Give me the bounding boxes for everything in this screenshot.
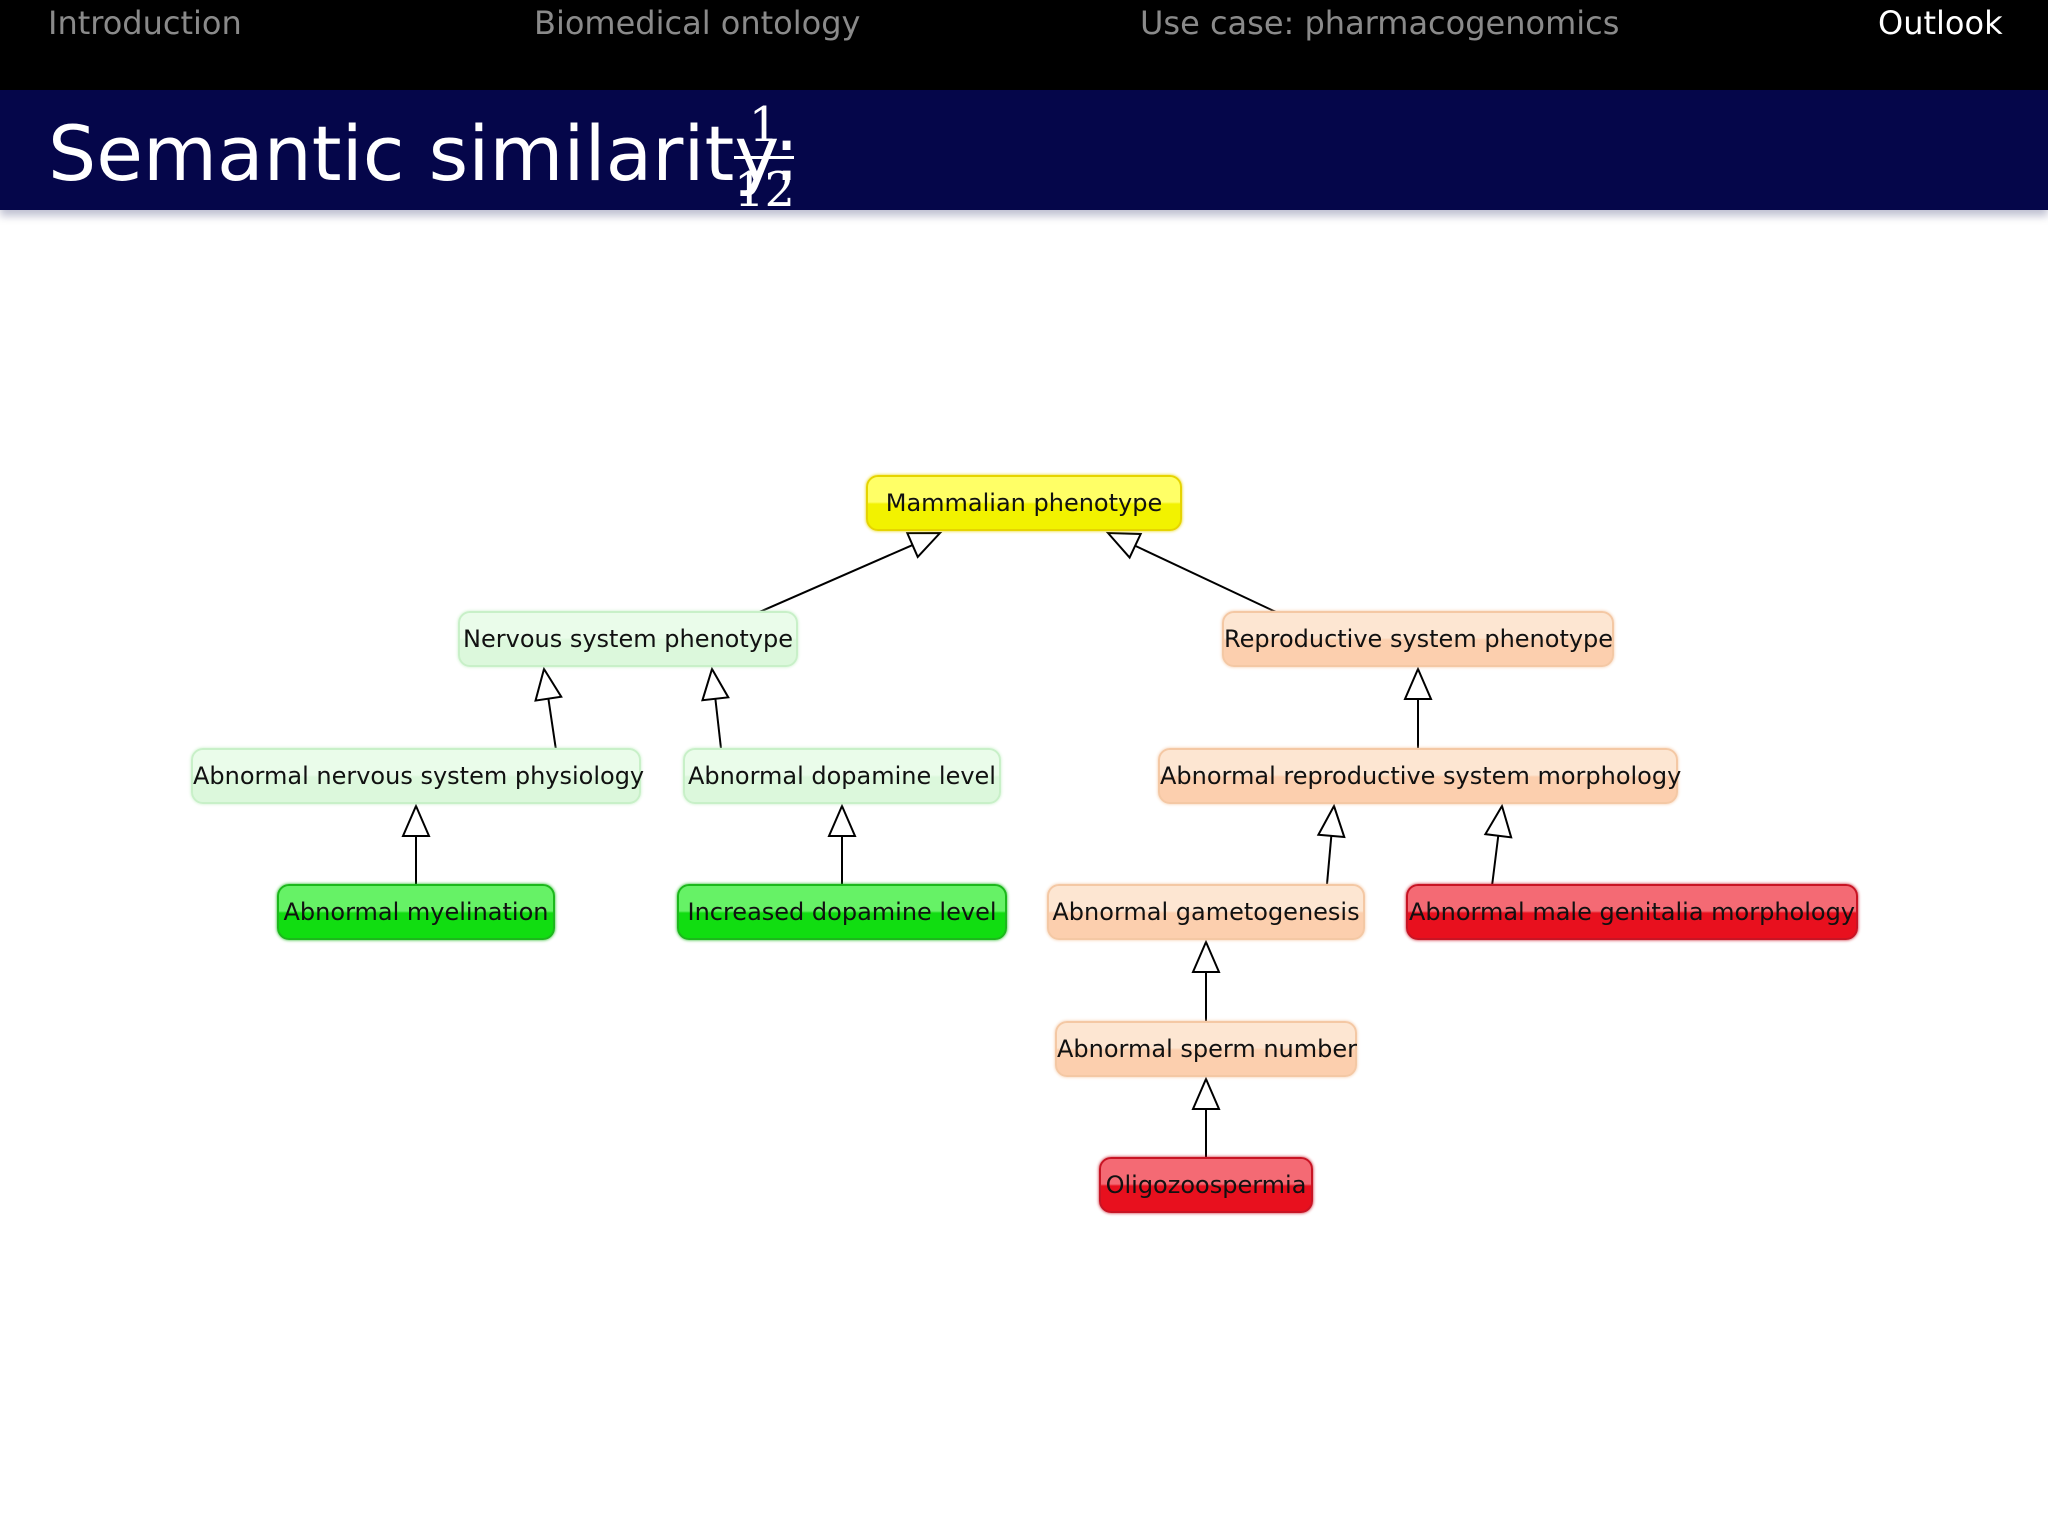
edge-line — [1325, 835, 1333, 887]
fraction-bar — [734, 156, 794, 159]
arrowhead-icon — [534, 666, 563, 702]
edge-reproductive-to-mammalian — [1105, 531, 1279, 614]
node-abnormal-reproductive-system-morphology[interactable]: Abnormal reproductive system morphology — [1158, 748, 1681, 804]
edge-abn_sperm_number-to-abn_gametogenesis — [1191, 939, 1221, 1023]
node-mammalian-phenotype[interactable]: Mammalian phenotype — [866, 475, 1182, 531]
nav-biomedical-ontology[interactable]: Biomedical ontology — [534, 4, 861, 42]
node-oligozoospermia[interactable]: Oligozoospermia — [1099, 1157, 1313, 1213]
edge-abn_myelination-to-abn_nervous_phys — [401, 803, 431, 886]
node-nervous-system-phenotype[interactable]: Nervous system phenotype — [458, 611, 798, 667]
node-abnormal-myelination[interactable]: Abnormal myelination — [277, 884, 555, 940]
edge-abn_gametogenesis-to-abn_repro_morph — [1316, 803, 1346, 887]
arrowhead-icon — [905, 531, 943, 559]
arrowhead-icon — [401, 803, 431, 837]
node-abnormal-sperm-number[interactable]: Abnormal sperm number — [1055, 1021, 1357, 1077]
similarity-fraction: 1 12 — [734, 96, 796, 219]
node-abnormal-gametogenesis[interactable]: Abnormal gametogenesis — [1047, 884, 1365, 940]
edge-line — [547, 698, 557, 751]
node-abnormal-nervous-system-physiology[interactable]: Abnormal nervous system physiology — [191, 748, 644, 804]
edge-line — [714, 698, 723, 751]
arrowhead-icon — [1105, 531, 1143, 560]
edge-abn_nervous_phys-to-nervous — [534, 666, 563, 751]
arrowhead-icon — [1403, 666, 1433, 700]
node-abnormal-dopamine-level[interactable]: Abnormal dopamine level — [683, 748, 1001, 804]
title-bar — [0, 90, 2048, 210]
edge-nervous-to-mammalian — [756, 531, 943, 614]
edge-line — [1134, 544, 1279, 614]
navigation-bar: Introduction Biomedical ontology Use cas… — [0, 0, 2048, 90]
arrowhead-icon — [1316, 803, 1346, 839]
fraction-denominator: 12 — [734, 162, 796, 218]
node-abnormal-male-genitalia-morphology[interactable]: Abnormal male genitalia morphology — [1406, 884, 1858, 940]
nav-introduction[interactable]: Introduction — [48, 4, 242, 42]
edge-oligozoospermia-to-abn_sperm_number — [1191, 1076, 1221, 1159]
slide-title: Semantic similarity: — [48, 109, 800, 198]
edge-abn_repro_morph-to-reproductive — [1403, 666, 1433, 750]
node-increased-dopamine-level[interactable]: Increased dopamine level — [677, 884, 1007, 940]
arrowhead-icon — [1483, 803, 1513, 839]
nav-outlook[interactable]: Outlook — [1878, 4, 2003, 42]
edge-abn_male_genitalia-to-abn_repro_morph — [1483, 803, 1513, 887]
arrowhead-icon — [1191, 939, 1221, 973]
edge-line — [756, 544, 913, 614]
arrowhead-icon — [827, 803, 857, 837]
arrowhead-icon — [1191, 1076, 1221, 1110]
node-reproductive-system-phenotype[interactable]: Reproductive system phenotype — [1222, 611, 1614, 667]
fraction-numerator: 1 — [748, 97, 780, 153]
edge-abn_dopamine-to-nervous — [701, 666, 730, 751]
arrowhead-icon — [701, 666, 730, 702]
nav-use-case[interactable]: Use case: pharmacogenomics — [1140, 4, 1620, 42]
edge-inc_dopamine-to-abn_dopamine — [827, 803, 857, 886]
edge-line — [1491, 835, 1500, 887]
